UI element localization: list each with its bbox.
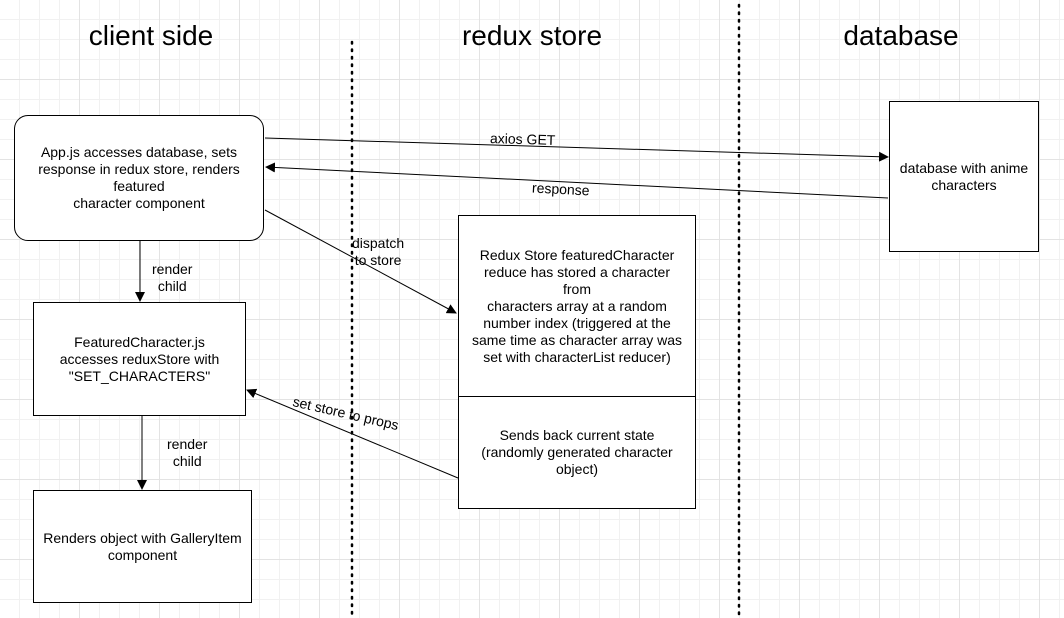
redux-store-divider xyxy=(459,396,695,397)
lane-title-client-side: client side xyxy=(88,20,214,51)
edge-set-store-to-props xyxy=(246,388,459,479)
node-app-js[interactable]: App.js accesses database, sets response … xyxy=(14,115,264,241)
edge-dispatch-to-store xyxy=(264,209,457,314)
node-gallery-item[interactable]: Renders object with GalleryItem componen… xyxy=(33,490,252,603)
edge-axios-get xyxy=(264,137,889,162)
edge-response xyxy=(265,162,889,199)
edge-label-response: response xyxy=(531,179,590,199)
redux-store-state-text: Redux Store featuredCharacter reduce has… xyxy=(471,246,683,365)
redux-store-return-text: Sends back current state (randomly gener… xyxy=(481,427,673,477)
edge-label-render-child-2: render child xyxy=(167,436,208,469)
node-featured-character[interactable]: FeaturedCharacter.js accesses reduxStore… xyxy=(33,302,246,416)
edge-label-dispatch: dispatch to store xyxy=(352,235,405,268)
lane-title-database: database xyxy=(843,20,959,51)
lane-title-redux-store: redux store xyxy=(461,20,603,51)
edge-label-render-child-1: render child xyxy=(152,261,193,294)
edge-label-axios-get: axios GET xyxy=(489,130,556,148)
node-database[interactable]: database with anime characters xyxy=(889,101,1039,252)
node-redux-store[interactable]: Redux Store featuredCharacter reduce has… xyxy=(458,215,696,509)
